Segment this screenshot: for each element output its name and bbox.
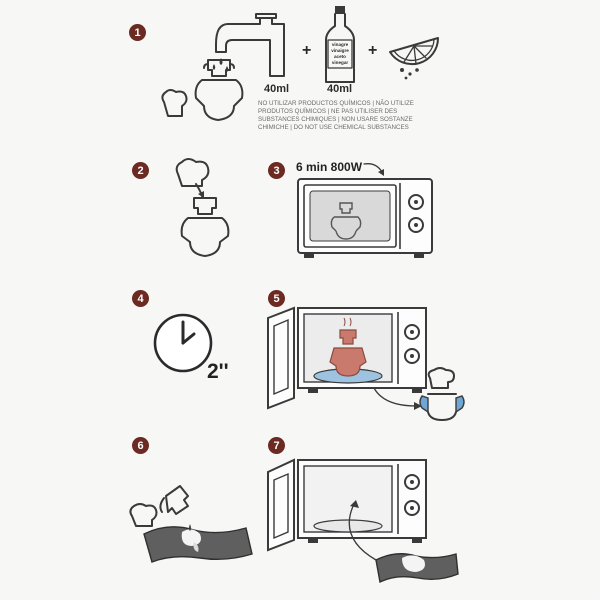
water-amount-label: 40ml <box>264 83 289 95</box>
microwave-icon <box>296 177 436 261</box>
warning-text: NO UTILIZAR PRODUCTOS QUÍMICOS | NÃO UTI… <box>258 100 438 132</box>
vinegar-amount-label: 40ml <box>327 83 352 95</box>
plus-sign-2: + <box>368 42 377 60</box>
step-badge-6: 6 <box>132 437 149 454</box>
step-badge-4: 4 <box>132 290 149 307</box>
step-badge-3: 3 <box>268 162 285 179</box>
cleaner-figure-icon <box>158 56 248 126</box>
step-badge-2: 2 <box>132 162 149 179</box>
clock-icon <box>152 312 214 374</box>
lemon-slice-icon <box>384 30 444 80</box>
cleaner-figure-icon <box>418 368 468 422</box>
bottle-label-line-4: vinegar <box>328 60 352 66</box>
cloth-icon <box>372 546 462 586</box>
step-badge-1: 1 <box>129 24 146 41</box>
step3-heading: 6 min 800W <box>296 160 362 174</box>
bottle-label: vinagre vinaigre aceto vinegar <box>328 42 352 66</box>
plus-sign-1: + <box>302 42 311 60</box>
cloth-icon <box>138 516 258 566</box>
wait-time-label: 2'' <box>207 360 229 384</box>
cleaner-figure-icon <box>168 150 248 260</box>
